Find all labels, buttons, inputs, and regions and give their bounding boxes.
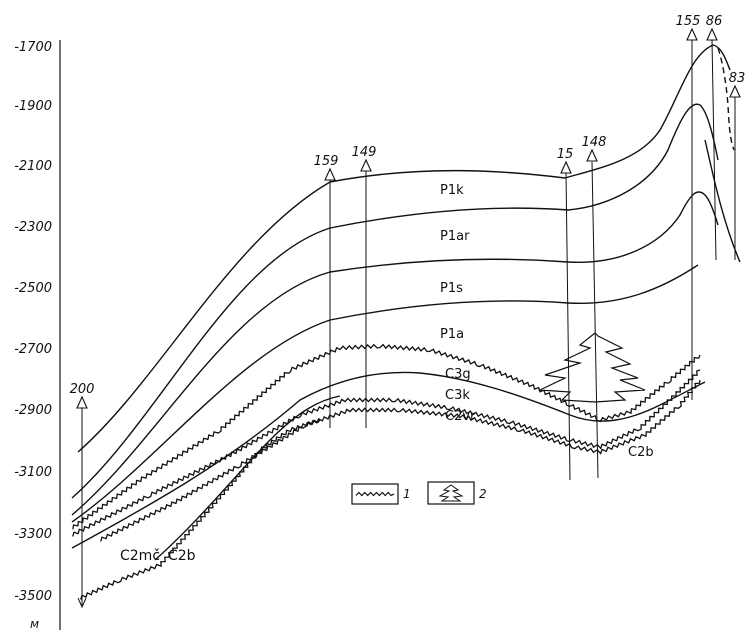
tick-label: -3300 [14, 527, 52, 542]
tick-label: -2100 [14, 159, 52, 174]
well-200-marker [76, 395, 88, 409]
horizon-label: C2b [168, 548, 196, 564]
axis-unit: м [30, 617, 39, 631]
tick-label: -2700 [14, 342, 52, 357]
horizon-lines [71, 44, 741, 561]
wells: 200 159 149 15 148 155 86 83 [70, 14, 746, 609]
horizon-label: C3g [445, 367, 471, 382]
legend: 1 2 [351, 481, 487, 505]
unconformity-lines [72, 343, 701, 600]
legend-label: 1 [403, 487, 411, 501]
well-label: 148 [582, 135, 607, 150]
well-label: 15 [557, 147, 574, 162]
horizon-label: C3k [445, 388, 470, 403]
tick-label: -2300 [14, 220, 52, 235]
tick-label: -1900 [14, 99, 52, 114]
tick-label: -2500 [14, 281, 52, 296]
well-86-line [711, 39, 717, 261]
horizon-p1s-top [71, 191, 719, 516]
horizon-label: P1ar [440, 229, 470, 244]
well-label: 83 [729, 71, 746, 86]
horizon-label: C2b [628, 445, 654, 460]
unconformity-c2b-west [80, 419, 321, 600]
well-149-marker [360, 158, 372, 172]
reef-outline [537, 332, 646, 403]
horizon-labels: P1k P1ar P1s P1a C3g C3k C2vr C2mč C2b C… [120, 183, 654, 564]
horizon-label: C2mč [120, 548, 160, 564]
horizon-label: C2vr [445, 409, 476, 424]
horizon-label: P1s [440, 281, 463, 296]
well-label: 159 [314, 154, 339, 169]
legend-reef-symbol [438, 484, 464, 502]
well-148-marker [586, 148, 598, 162]
unconformity-c2vr-top [72, 369, 701, 537]
well-86-marker [706, 27, 718, 41]
horizon-label: P1k [440, 183, 464, 198]
tick-label: -3100 [14, 465, 52, 480]
well-159-marker [324, 167, 336, 181]
unconformity-c2vr-base [100, 379, 701, 542]
horizon-east-edge [704, 139, 741, 263]
horizon-p1ar-top [71, 103, 719, 499]
well-148-line [591, 161, 599, 479]
well-label: 200 [70, 382, 95, 397]
horizon-label: P1a [440, 327, 464, 342]
well-label: 155 [676, 14, 701, 29]
legend-label: 2 [479, 487, 487, 501]
horizon-p1a-top [71, 264, 699, 523]
well-200-arrow [77, 597, 87, 609]
unconformity-c3g-top [72, 343, 701, 530]
well-label: 149 [352, 145, 377, 160]
tick-label: -2900 [14, 403, 52, 418]
well-label: 86 [706, 14, 723, 29]
fault-dashed [717, 47, 735, 151]
well-15-line [565, 171, 571, 481]
legend-wave-symbol [355, 491, 395, 497]
horizon-p1k-top [77, 44, 731, 453]
well-155-marker [686, 27, 698, 41]
tick-label: -3500 [14, 589, 52, 604]
legend-box-2 [427, 481, 475, 505]
tick-label: -1700 [14, 40, 52, 55]
reef-body [537, 332, 646, 403]
depth-axis: -1700 -1900 -2100 -2300 -2500 -2700 -290… [14, 40, 61, 631]
well-83-marker [729, 84, 741, 98]
well-15-marker [560, 160, 572, 174]
